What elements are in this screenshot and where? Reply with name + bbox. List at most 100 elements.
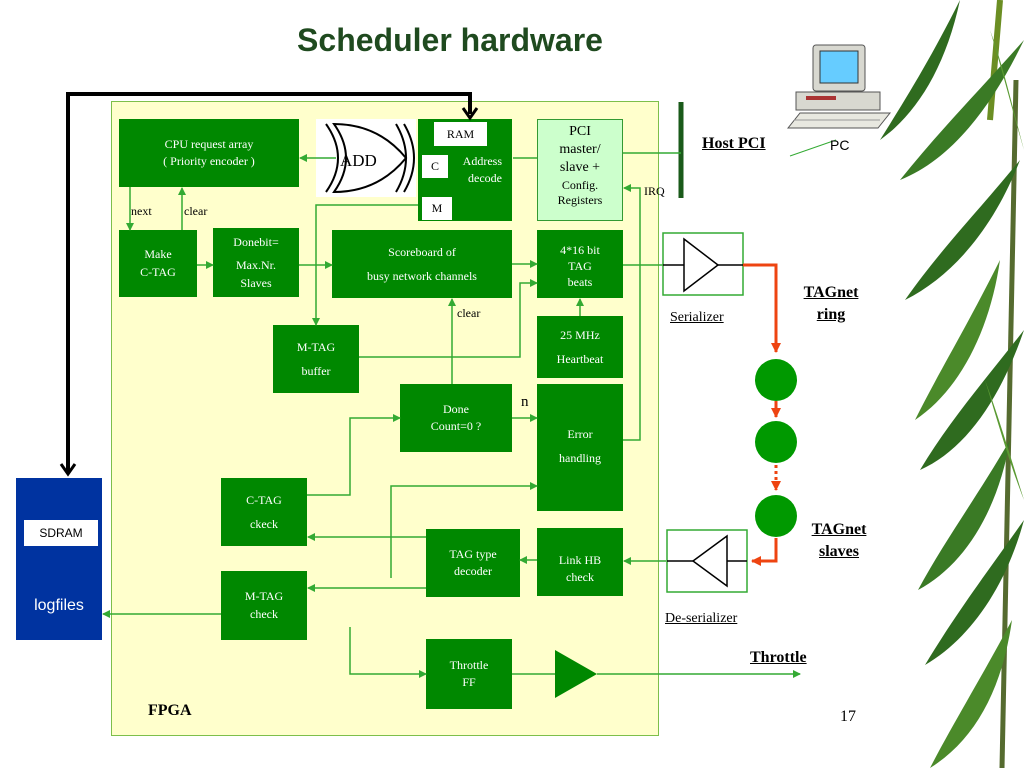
host-pci-label: Host PCI: [702, 135, 766, 152]
link-hb-line1: Link HB: [558, 553, 602, 567]
wire: [623, 184, 641, 441]
ctag-check-line2: ckeck: [250, 517, 278, 531]
bamboo-leaf: [925, 520, 1024, 665]
ctag-check-line1: C-TAG: [246, 493, 282, 507]
pci-line3: slave +: [559, 160, 601, 176]
pc-label: PC: [830, 137, 850, 153]
tagnet-slaves-line2: slaves: [819, 542, 859, 560]
bamboo-leaf: [930, 620, 1012, 768]
wire: [312, 204, 418, 326]
page-number: 17: [840, 708, 856, 725]
sdram-to-ram-arrow: [66, 92, 472, 472]
wire: [390, 482, 538, 578]
sdram-logfiles-block: [16, 478, 102, 640]
tag-beats-line2: TAG: [568, 259, 592, 274]
tag-type-line2: decoder: [454, 564, 492, 578]
next-label: next: [131, 204, 152, 218]
error-handling-line1: Error: [567, 427, 593, 441]
pc-pointer-line: [789, 139, 837, 157]
heartbeat-block: 25 MHz Heartbeat: [537, 316, 623, 378]
make-ctag-line2: C-TAG: [140, 264, 176, 279]
pc-computer-icon: [786, 44, 892, 129]
tagnet-slaves-line1: TAGnet: [811, 521, 867, 538]
bamboo-leaf: [880, 0, 960, 140]
m-box: M: [422, 197, 452, 220]
wire: [307, 414, 401, 496]
donebit-line2: Max.Nr.: [236, 258, 276, 273]
n-label: n: [521, 394, 529, 410]
ctag-check-block: C-TAG ckeck: [221, 478, 307, 546]
tagnet-ring-line2: ring: [816, 305, 846, 323]
bamboo-leaf: [900, 40, 1024, 180]
pci-line2: master/: [559, 142, 601, 158]
tagnet-ring-line1: TAGnet: [803, 284, 859, 301]
serializer-box: [662, 232, 744, 296]
tagnet-node: [755, 495, 797, 537]
donebit-line1: Donebit=: [233, 235, 279, 249]
done-count-line2: Count=0 ?: [430, 419, 482, 433]
bamboo-leaf: [990, 30, 1024, 150]
throttle-ff-line2: FF: [462, 675, 476, 689]
tag-type-line1: TAG type: [449, 546, 497, 561]
bamboo-leaf: [905, 160, 1020, 300]
mtag-buffer-line2: buffer: [301, 364, 331, 378]
heartbeat-line1: 25 MHz: [560, 328, 600, 342]
config-line1: Config.: [561, 177, 599, 192]
bamboo-leaf: [987, 0, 1003, 121]
tagnet-slaves-label: TAGnet slaves: [800, 519, 878, 562]
heartbeat-line2: Heartbeat: [556, 352, 604, 366]
fpga-label: FPGA: [148, 702, 192, 719]
scoreboard-block: Scoreboard of busy network channels: [332, 230, 512, 298]
pci-master-slave-block: PCI master/ slave + Config. Registers: [537, 119, 623, 221]
done-count-block: Done Count=0 ?: [400, 384, 512, 452]
cpu-request-line2: ( Priority encoder ): [163, 154, 255, 168]
clear-label-scoreboard: clear: [457, 306, 481, 320]
serializer-label: Serializer: [670, 310, 724, 325]
link-hb-check-block: Link HB check: [537, 528, 623, 596]
scoreboard-line1: Scoreboard of: [388, 245, 456, 259]
cpu-request-line1: CPU request array: [164, 136, 254, 151]
mtag-check-line1: M-TAG: [244, 589, 284, 604]
mtag-buffer-block: M-TAG buffer: [273, 325, 359, 393]
tag-type-decoder-block: TAG type decoder: [426, 529, 520, 597]
wire: [349, 627, 427, 678]
wire: [359, 279, 538, 358]
deserializer-label: De-serializer: [665, 611, 738, 626]
sdram-box: SDRAM: [24, 520, 98, 546]
mtag-check-block: M-TAG check: [221, 571, 307, 640]
tag-beats-block: 4*16 bit TAG beats: [537, 230, 623, 298]
throttle-buffer: [555, 650, 597, 698]
cpu-request-array-block: CPU request array ( Priority encoder ): [119, 119, 299, 187]
ram-box: RAM: [434, 122, 487, 146]
mtag-buffer-line1: M-TAG: [296, 340, 336, 354]
tag-beats-line1: 4*16 bit: [560, 243, 600, 257]
address-decode-line1: Address: [462, 153, 502, 168]
error-handling-line2: handling: [559, 451, 601, 465]
tagnet-ring-label: TAGnet ring: [792, 282, 870, 325]
bamboo-decoration: [880, 0, 1024, 768]
address-decode-line2: decode: [468, 171, 502, 185]
clear-label: clear: [184, 204, 208, 218]
make-ctag-line1: Make: [144, 247, 172, 262]
throttle-ff-block: Throttle FF: [426, 639, 512, 709]
bamboo-leaf: [918, 440, 1010, 590]
tagnet-node: [755, 421, 797, 463]
donebit-block: Donebit= Max.Nr. Slaves: [213, 228, 299, 297]
ring-link: [751, 538, 778, 566]
irq-label: IRQ: [644, 184, 665, 198]
config-line2: Registers: [557, 193, 603, 208]
link-hb-line2: check: [566, 570, 594, 585]
throttle-label: Throttle: [750, 649, 807, 666]
tagnet-node: [755, 359, 797, 401]
tag-beats-line3: beats: [567, 275, 593, 290]
donebit-line3: Slaves: [240, 275, 272, 290]
page-title: Scheduler hardware: [297, 22, 603, 58]
bamboo-leaf: [915, 260, 1000, 420]
add-label: ADD: [340, 151, 377, 170]
bamboo-leaf: [920, 330, 1024, 470]
add-gate: [332, 122, 408, 194]
scoreboard-line2: busy network channels: [367, 269, 477, 283]
bamboo-leaf: [985, 380, 1024, 500]
c-box: C: [422, 155, 448, 178]
